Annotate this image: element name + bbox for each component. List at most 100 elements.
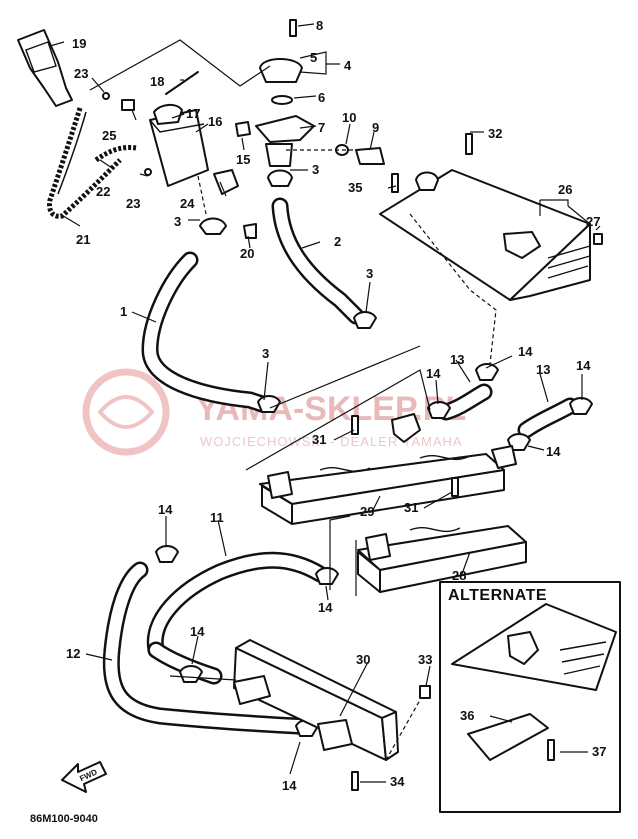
clamp-3-left-icon bbox=[199, 217, 227, 235]
clamp-3-low-icon bbox=[257, 395, 281, 413]
bolt-31a-icon bbox=[351, 415, 359, 435]
callout-21: 21 bbox=[76, 232, 90, 247]
radiator-29-inlet bbox=[267, 471, 293, 499]
radiator-29-pipe bbox=[491, 445, 517, 469]
callout-6: 6 bbox=[318, 90, 325, 105]
clip-23b-icon bbox=[144, 168, 152, 176]
clamp-3-top-icon bbox=[267, 169, 293, 187]
neck-outlet-icon bbox=[265, 143, 293, 167]
cover-26-fins bbox=[547, 245, 591, 279]
bracket-19-detail bbox=[25, 41, 57, 73]
callout-33: 33 bbox=[418, 652, 432, 667]
cover-26-side bbox=[509, 223, 591, 301]
thermo-switch-9-icon bbox=[355, 147, 385, 165]
screw-15-icon bbox=[235, 121, 251, 137]
callout-3d: 3 bbox=[262, 346, 269, 361]
callout-30: 30 bbox=[356, 652, 370, 667]
callout-22: 22 bbox=[96, 184, 110, 199]
callout-9: 9 bbox=[372, 120, 379, 135]
callouts: 19 23 18 8 5 4 6 7 10 9 17 16 25 15 3 22… bbox=[66, 18, 606, 793]
callout-35: 35 bbox=[348, 180, 362, 195]
tank-cap-17-icon bbox=[153, 104, 183, 125]
grommet-20-icon bbox=[243, 223, 257, 239]
radiator-30-outlet bbox=[317, 719, 353, 751]
callout-25: 25 bbox=[102, 128, 116, 143]
clamp-14b-icon bbox=[427, 401, 451, 419]
clamp-3-mid-icon bbox=[353, 311, 377, 329]
callout-34: 34 bbox=[390, 774, 405, 789]
callout-27: 27 bbox=[586, 214, 600, 229]
callout-28: 28 bbox=[452, 568, 466, 583]
callout-8: 8 bbox=[316, 18, 323, 33]
radiator-28-inlet bbox=[365, 533, 391, 561]
alternate-cover-fins bbox=[559, 641, 607, 675]
alternate-title: ALTERNATE bbox=[448, 587, 547, 604]
radiator-28-assembly bbox=[357, 477, 527, 593]
callout-29: 29 bbox=[360, 504, 374, 519]
callout-32: 32 bbox=[488, 126, 502, 141]
alternate-box: ALTERNATE bbox=[439, 581, 621, 813]
watermark: YAMA-SKLEP.PL WOJCIECHOWSKI - DEALER YAM… bbox=[82, 368, 466, 456]
callout-4: 4 bbox=[344, 58, 352, 73]
callout-3a: 3 bbox=[312, 162, 319, 177]
callout-14c: 14 bbox=[576, 358, 591, 373]
callout-31b: 31 bbox=[404, 500, 418, 515]
radiator-cover-assembly bbox=[379, 133, 603, 301]
radiator-30-end bbox=[381, 711, 399, 761]
callout-24: 24 bbox=[180, 196, 195, 211]
callout-18: 18 bbox=[150, 74, 164, 89]
tank-16-edge bbox=[149, 119, 205, 133]
strap-21-icon bbox=[47, 107, 122, 219]
strap-21-edge bbox=[57, 111, 87, 195]
drawing-code: 86M100-9040 bbox=[30, 813, 98, 825]
watermark-logo-inner bbox=[97, 395, 155, 429]
radiator-29-assembly bbox=[259, 413, 517, 525]
watermark-logo-icon bbox=[82, 368, 170, 456]
tube-18-icon bbox=[165, 71, 199, 95]
callout-16: 16 bbox=[208, 114, 222, 129]
radiator-30-assembly bbox=[233, 639, 431, 791]
callout-14e: 14 bbox=[158, 502, 173, 517]
callout-26: 26 bbox=[558, 182, 572, 197]
cap-5-icon bbox=[259, 58, 303, 83]
bolt-32-icon bbox=[465, 133, 473, 155]
callout-36: 36 bbox=[460, 708, 474, 723]
hoses bbox=[102, 197, 579, 735]
line-4-bracket bbox=[89, 39, 271, 91]
clip-23-icon bbox=[102, 92, 110, 100]
bracket-19-icon bbox=[17, 29, 73, 107]
callout-31a: 31 bbox=[312, 432, 326, 447]
neck-7-icon bbox=[255, 115, 315, 143]
callout-37: 37 bbox=[592, 744, 606, 759]
callout-13b: 13 bbox=[536, 362, 550, 377]
callout-14g: 14 bbox=[190, 624, 205, 639]
callout-19: 19 bbox=[72, 36, 86, 51]
callout-5: 5 bbox=[310, 50, 317, 65]
radiator-29-outlet bbox=[391, 413, 421, 443]
clamp-cover-icon bbox=[415, 171, 439, 191]
callout-23b: 23 bbox=[126, 196, 140, 211]
callout-14h: 14 bbox=[282, 778, 297, 793]
bolt-31b-icon bbox=[451, 477, 459, 497]
alternate-outlet-icon bbox=[507, 631, 539, 665]
callout-10: 10 bbox=[342, 110, 356, 125]
watermark-subtitle: WOJCIECHOWSKI - DEALER YAMAHA bbox=[200, 434, 463, 449]
callout-20: 20 bbox=[240, 246, 254, 261]
callout-1: 1 bbox=[120, 304, 127, 319]
bolt-37-icon bbox=[547, 739, 555, 761]
cover-outlet-icon bbox=[503, 231, 541, 259]
clamp-14f-icon bbox=[315, 567, 339, 585]
callout-3c: 3 bbox=[366, 266, 373, 281]
callout-14f: 14 bbox=[318, 600, 333, 615]
bolt-35-icon bbox=[391, 173, 399, 193]
nut-27-icon bbox=[593, 233, 603, 245]
callout-17: 17 bbox=[186, 106, 200, 121]
callout-15: 15 bbox=[236, 152, 250, 167]
clamps bbox=[155, 311, 593, 737]
radiator-28-front bbox=[379, 541, 527, 593]
radiator-28-bands bbox=[409, 527, 461, 533]
callout-14a: 14 bbox=[518, 344, 533, 359]
clamp-14c-icon bbox=[569, 397, 593, 415]
gasket-6-icon bbox=[271, 95, 293, 105]
leader-lines bbox=[49, 23, 601, 783]
